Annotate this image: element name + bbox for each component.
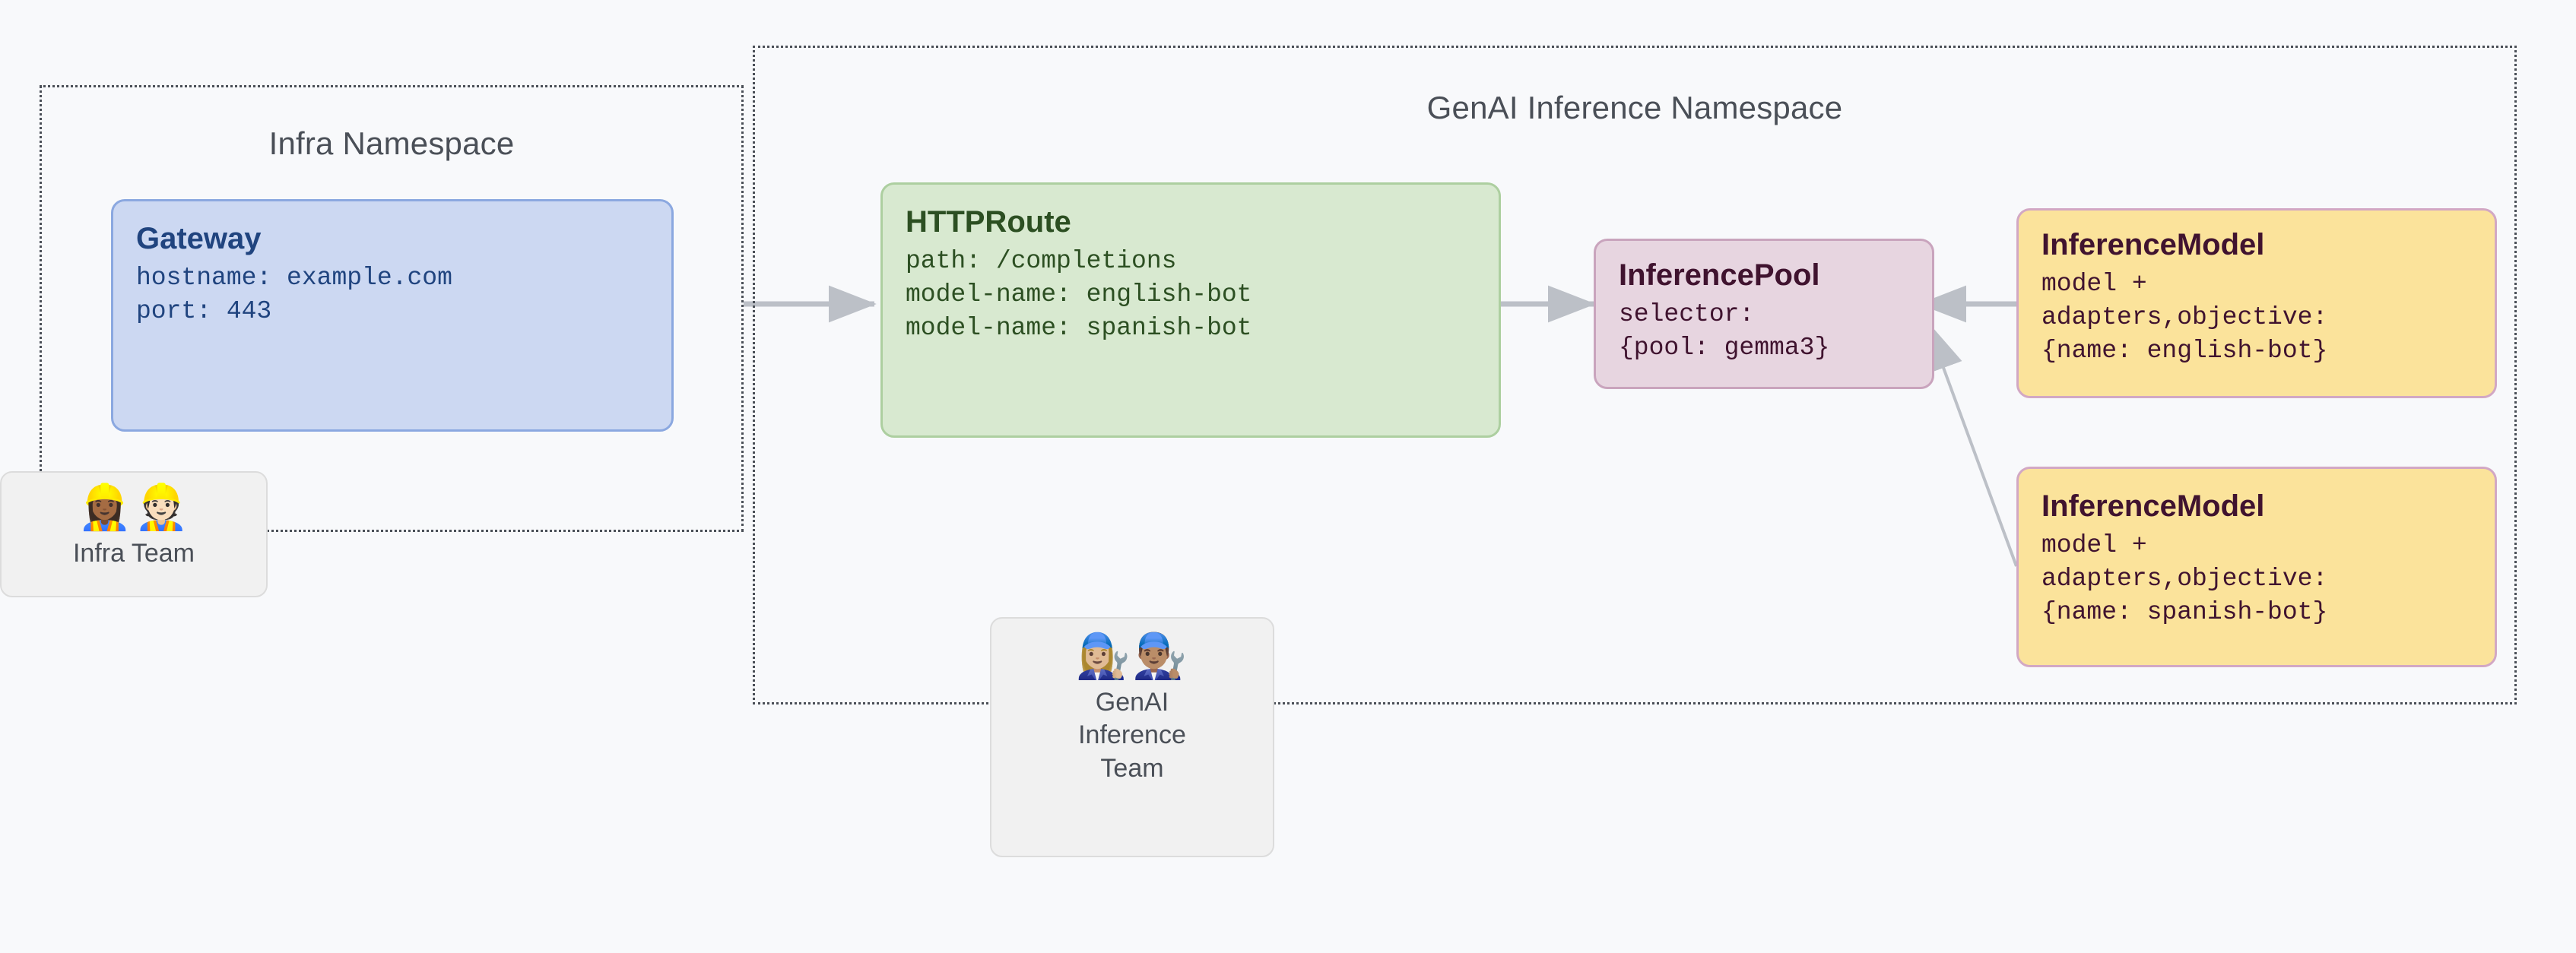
inferencemodel-spanish-line-2: adapters,objective:	[2041, 565, 2328, 594]
inferencepool-title: InferencePool	[1619, 258, 1820, 292]
httproute-line-1: path: /completions	[906, 247, 1177, 276]
httproute-line-2: model-name: english-bot	[906, 280, 1252, 309]
gateway-line-1: hostname: example.com	[136, 264, 452, 293]
genai-team-label: GenAI Inference Team	[1078, 687, 1186, 783]
resource-httproute[interactable]: HTTPRoute path: /completions model-name:…	[880, 182, 1501, 438]
resource-inferencemodel-english[interactable]: InferenceModel model + adapters,objectiv…	[2016, 208, 2497, 398]
inferencemodel-english-title: InferenceModel	[2041, 228, 2265, 261]
gateway-title: Gateway	[136, 222, 262, 255]
namespace-infra-title: Infra Namespace	[268, 125, 515, 161]
inferencepool-line-2: {pool: gemma3}	[1619, 334, 1830, 363]
genai-team-icons: 👩🏼‍🔧👨🏽‍🔧	[1075, 632, 1189, 681]
httproute-line-3: model-name: spanish-bot	[906, 313, 1252, 342]
infra-team-label: Infra Team	[72, 538, 195, 568]
namespace-infra	[40, 85, 744, 532]
gateway-line-2: port: 443	[136, 297, 272, 326]
inferencemodel-spanish-title: InferenceModel	[2041, 489, 2265, 523]
inferencemodel-english-line-1: model +	[2041, 270, 2147, 299]
resource-inferencepool[interactable]: InferencePool selector: {pool: gemma3}	[1594, 239, 1934, 389]
inferencemodel-spanish-line-1: model +	[2041, 531, 2147, 560]
httproute-title: HTTPRoute	[906, 205, 1071, 239]
inferencepool-line-1: selector:	[1619, 300, 1755, 329]
namespace-genai-title: GenAI Inference Namespace	[1426, 90, 1843, 125]
resource-gateway[interactable]: Gateway hostname: example.com port: 443	[111, 199, 674, 432]
resource-inferencemodel-spanish[interactable]: InferenceModel model + adapters,objectiv…	[2016, 467, 2497, 667]
namespace-genai	[753, 46, 2517, 704]
team-card-genai[interactable]: 👩🏼‍🔧👨🏽‍🔧 GenAI Inference Team	[990, 617, 1274, 857]
inferencemodel-spanish-line-3: {name: spanish-bot}	[2041, 597, 2328, 626]
infra-team-icons: 👷🏾‍♀️👷🏻	[77, 483, 191, 532]
inferencemodel-english-line-2: adapters,objective:	[2041, 303, 2328, 332]
inferencemodel-english-line-3: {name: english-bot}	[2041, 336, 2328, 365]
team-card-infra[interactable]: 👷🏾‍♀️👷🏻 Infra Team	[0, 471, 268, 597]
